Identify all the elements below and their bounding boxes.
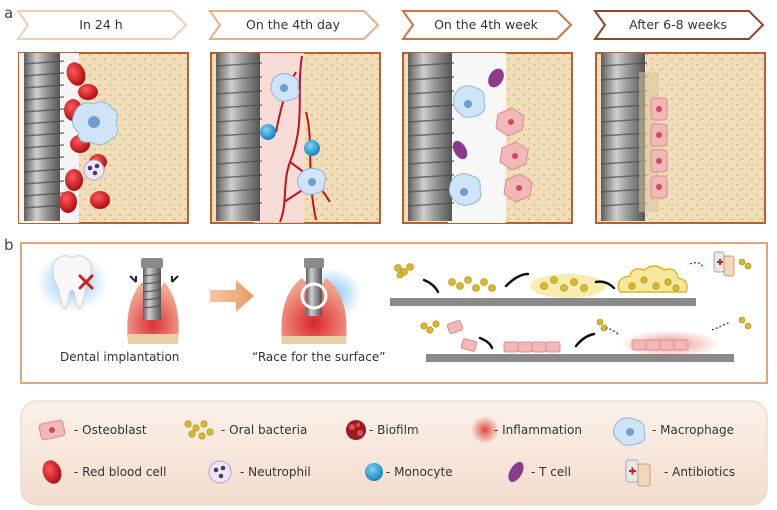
legend-box <box>20 400 768 506</box>
implant-screw <box>600 53 659 221</box>
tooth-icon <box>36 252 108 312</box>
stage-banner-2 <box>208 10 380 40</box>
stage-label-1: In 24 h <box>79 17 123 32</box>
implant-screw <box>23 53 65 221</box>
antibiotics-icon-top <box>713 251 735 277</box>
stage-3-illustration <box>402 52 573 224</box>
bacteria-escape-top <box>738 258 752 270</box>
legend-label-red-blood-cell: - Red blood cell <box>74 465 167 479</box>
stage-label-4: After 6-8 weeks <box>629 17 727 32</box>
red-blood-cell-icon <box>42 460 62 484</box>
monocyte-icon <box>365 463 383 481</box>
inflammation-icon <box>471 416 499 444</box>
implant-screw <box>215 53 263 221</box>
t-cell-icon <box>508 462 524 482</box>
osteoblast-race-bottom <box>420 316 752 362</box>
stage-banner-3 <box>401 10 573 40</box>
antibiotics-icon <box>625 459 651 487</box>
panel-b-letter: b <box>4 236 14 254</box>
legend-label-biofilm: - Biofilm <box>369 423 419 437</box>
legend-label-oral-bacteria: - Oral bacteria <box>221 423 308 437</box>
panel-b-frame <box>20 242 768 384</box>
neutrophil <box>83 159 105 181</box>
legend-label-osteoblast: - Osteoblast <box>74 423 147 437</box>
stage-banner-1 <box>16 10 188 40</box>
stage-label-3: On the 4th week <box>434 17 538 32</box>
implant-gum-illustration <box>127 258 179 344</box>
legend-label-monocyte: - Monocyte <box>386 465 453 479</box>
macrophages <box>448 85 486 206</box>
t-cells <box>452 68 504 160</box>
stage-banners <box>16 10 765 40</box>
macrophage <box>72 101 119 146</box>
legend-label-t-cell: - T cell <box>531 465 571 479</box>
legend-label-inflammation: - Inflammation <box>494 423 582 437</box>
neutrophil-icon <box>208 460 232 484</box>
race-implant-illustration <box>281 258 362 344</box>
biofilm-icon <box>346 420 366 440</box>
caption-race-for-surface: “Race for the surface” <box>252 350 386 364</box>
macrophages <box>270 72 326 195</box>
osteoblast-icon <box>38 419 66 441</box>
legend-label-macrophage: - Macrophage <box>652 423 735 437</box>
legend-label-antibiotics: - Antibiotics <box>664 465 736 479</box>
bacteria-race-top <box>390 262 705 306</box>
oral-bacteria-icon <box>184 420 214 440</box>
stage-2-illustration <box>210 52 381 224</box>
caption-dental-implantation: Dental implantation <box>60 350 180 364</box>
panel-a-letter: a <box>4 4 14 22</box>
stage-banner-4 <box>593 10 765 40</box>
stage-1-illustration <box>18 52 189 224</box>
stage-label-2: On the 4th day <box>246 17 340 32</box>
stage-4-illustration <box>595 52 766 224</box>
transition-arrow <box>210 280 254 312</box>
implant-screw <box>407 53 455 221</box>
legend-label-neutrophil: - Neutrophil <box>240 465 311 479</box>
macrophage-icon <box>612 417 646 446</box>
monocytes <box>260 124 320 156</box>
